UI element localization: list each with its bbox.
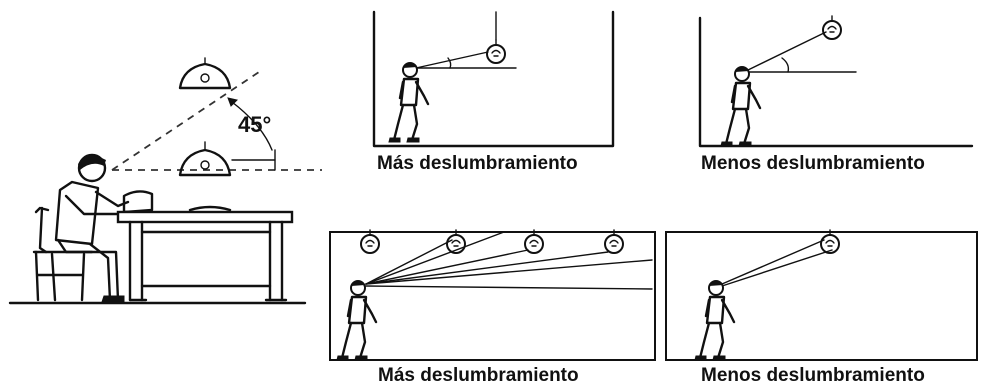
angled-sight-line (111, 69, 263, 171)
ceiling-bulb-icon (604, 229, 624, 254)
chair-icon (32, 206, 94, 302)
room-outline (372, 10, 615, 148)
standing-person-figure (719, 65, 762, 148)
sight-line-to-bulb (415, 51, 489, 69)
seated-worker-scene: 45° (8, 57, 322, 305)
bottom-more-glare-panel (329, 229, 656, 362)
angle-label: 45° (238, 112, 271, 137)
ceiling-bulb-icon (486, 39, 506, 64)
standing-person-figure (693, 279, 736, 362)
sight-lines (365, 231, 653, 290)
caption-bottom-less-glare: Menos deslumbramiento (701, 365, 925, 386)
ceiling-bulb-icon (820, 229, 840, 254)
lower-shade-lamp-icon (178, 141, 232, 177)
ceiling-bulb-icon (360, 229, 380, 254)
desk-icon (116, 205, 294, 302)
room-outline (329, 231, 656, 361)
upper-shade-lamp-icon (178, 57, 232, 90)
caption-top-more-glare: Más deslumbramiento (377, 153, 578, 174)
standing-person-figure (335, 279, 378, 362)
caption-bottom-more-glare: Más deslumbramiento (378, 365, 579, 386)
sight-line-to-bulb (747, 31, 827, 71)
sight-line-to-bulb (721, 239, 825, 285)
top-less-glare-panel (698, 15, 974, 148)
book-icon (122, 190, 154, 214)
seated-worker-figure (54, 153, 130, 303)
standing-person-figure (387, 61, 430, 144)
top-more-glare-panel (372, 10, 615, 148)
bottom-less-glare-panel (665, 229, 978, 362)
room-outline (698, 16, 974, 148)
angle-arc (231, 101, 273, 151)
sight-line-to-bulb (721, 249, 833, 287)
caption-top-less-glare: Menos deslumbramiento (701, 153, 925, 174)
ceiling-bulb-icon (822, 15, 842, 40)
room-outline (665, 231, 978, 361)
